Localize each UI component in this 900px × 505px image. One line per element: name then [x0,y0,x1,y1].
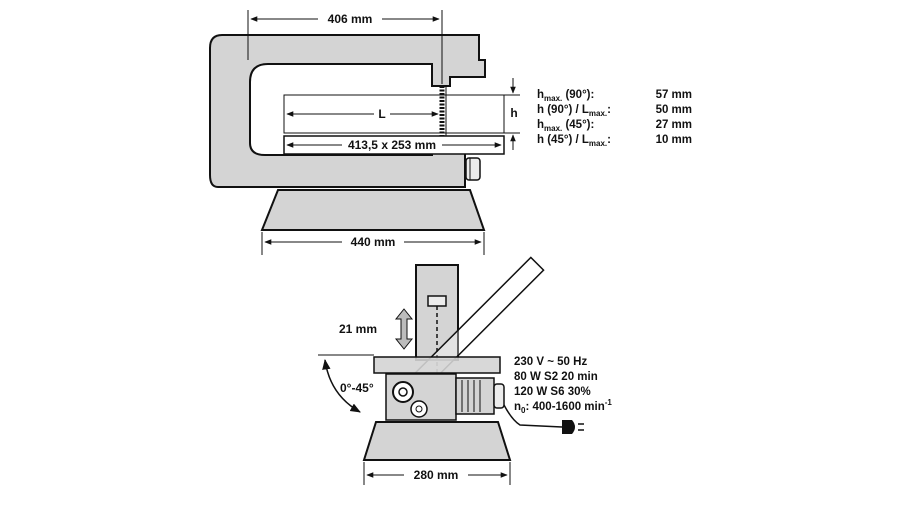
cut-capacity-specs: hmax. (90°): 57 mm h (90°) / Lmax.: 50 m… [537,89,692,148]
spec-power-s6: 120 W S6 30% [514,386,591,398]
svg-text:27 mm: 27 mm [656,119,692,131]
spec-voltage: 230 V ~ 50 Hz [514,356,587,368]
spec-power-s2: 80 W S2 20 min [514,371,598,383]
motor-cap [493,383,505,409]
stroke-arrow-icon [394,308,414,350]
svg-text:10 mm: 10 mm [656,134,692,146]
spec-row: h (90°) / Lmax.: 50 mm [537,104,692,118]
dim-length: L [378,107,385,121]
plug-icon [562,420,575,434]
svg-text:h (45°) / Lmax.:: h (45°) / Lmax.: [537,134,611,148]
spec-row: hmax. (45°): 27 mm [537,119,692,133]
spec-row: h (45°) / Lmax.: 10 mm [537,134,692,148]
dim-height: h [510,106,517,120]
spec-row: hmax. (90°): 57 mm [537,89,692,103]
svg-text:50 mm: 50 mm [656,104,692,116]
svg-text:57 mm: 57 mm [656,89,692,101]
blade-holder [427,295,447,307]
dim-width-top: 406 mm [328,12,373,26]
c-frame [209,34,486,188]
dim-tilt: 0°-45° [340,381,374,395]
spec-speed: n0: 400-1600 min-1 [514,398,612,415]
side-view: 406 mm L 413,5 x 253 mm h 440 mm [209,10,520,255]
svg-text:hmax. (90°):: hmax. (90°): [537,89,594,103]
electrical-specs: 230 V ~ 50 Hz 80 W S2 20 min 120 W S6 30… [514,356,612,415]
dim-table-size: 413,5 x 253 mm [348,138,436,152]
dim-base-width: 440 mm [351,235,396,249]
tilt-arc [322,358,361,413]
lower-arm-knob [465,157,481,181]
front-table [373,356,501,374]
dim-base-depth: 280 mm [414,468,459,482]
front-view: 21 mm 0°-45° 280 mm [318,256,584,485]
base [260,189,486,231]
svg-text:hmax. (45°):: hmax. (45°): [537,119,594,133]
power-cord [503,404,563,428]
svg-text:h (90°) / Lmax.:: h (90°) / Lmax.: [537,104,611,118]
dim-stroke: 21 mm [339,322,377,336]
front-base [362,421,512,461]
